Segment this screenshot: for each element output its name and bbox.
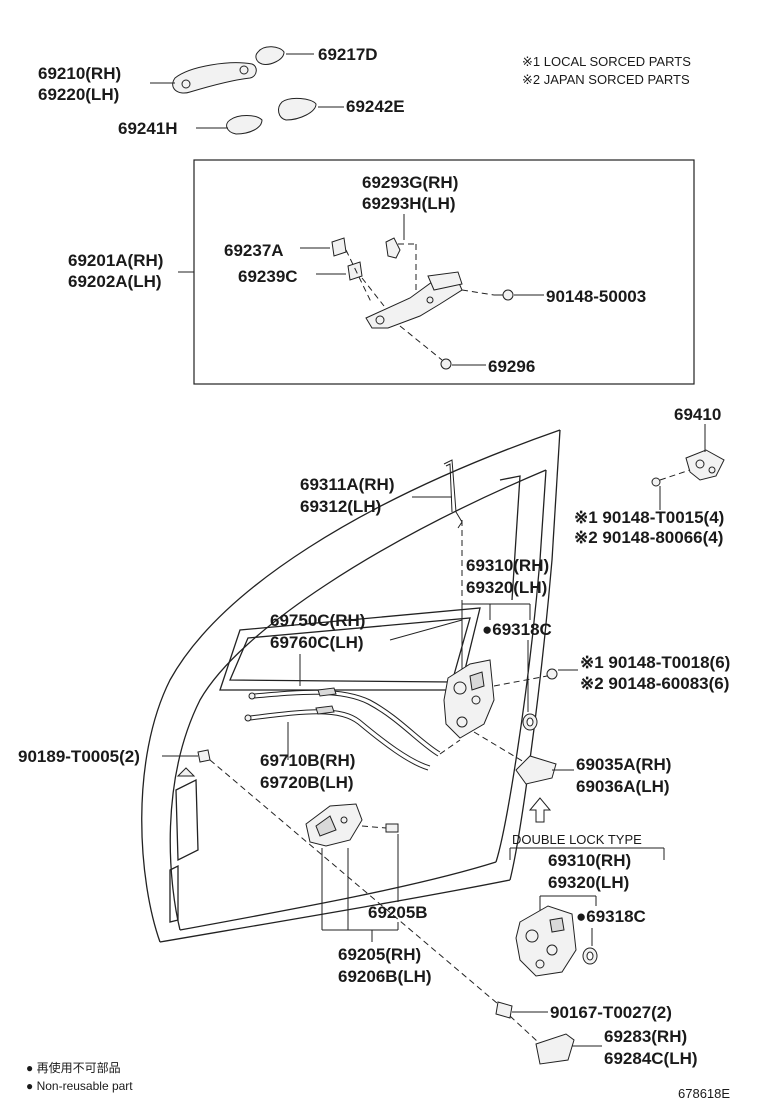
- label-69710b: 69710B(RH): [260, 751, 355, 770]
- label-90189-t0005: 90189-T0005(2): [18, 747, 140, 766]
- label-69220: 69220(LH): [38, 85, 119, 104]
- label-69237a: 69237A: [224, 241, 284, 260]
- label-69205: 69205(RH): [338, 945, 421, 964]
- label-69310: 69310(RH): [466, 556, 549, 575]
- handle-cap-drawing: [255, 46, 285, 65]
- label-69205b: 69205B: [368, 903, 428, 922]
- up-arrow-icon: [528, 797, 552, 823]
- label-69296: 69296: [488, 357, 535, 376]
- label-69318c-double: ●69318C: [576, 907, 646, 926]
- label-69210: 69210(RH): [38, 64, 121, 83]
- screw-69296-drawing: [440, 358, 452, 370]
- clip-69237a-drawing: [331, 237, 347, 257]
- door-lock-drawing: [443, 659, 495, 739]
- label-69239c: 69239C: [238, 267, 298, 286]
- cover-69035a-drawing: [515, 755, 557, 785]
- clip-90189-drawing: [197, 749, 211, 763]
- label-69410: 69410: [674, 405, 721, 424]
- label-69720b: 69720B(LH): [260, 773, 354, 792]
- screw-90148-50003-drawing: [494, 289, 514, 301]
- door-lock-double-drawing: [515, 905, 577, 977]
- label-69320: 69320(LH): [466, 578, 547, 597]
- pad-69241h-drawing: [226, 115, 263, 135]
- label-69201a: 69201A(RH): [68, 251, 163, 270]
- seal-ring-double-drawing: [582, 947, 598, 965]
- label-69310-double: 69310(RH): [548, 851, 631, 870]
- label-90148-t0015: ※1 90148-T0015(4): [574, 508, 724, 527]
- door-outline-drawing: [141, 429, 561, 943]
- label-90148-50003: 90148-50003: [546, 287, 646, 306]
- label-69760c: 69760C(LH): [270, 633, 364, 652]
- label-69750c: 69750C(RH): [270, 611, 365, 630]
- label-90148-60083: ※2 90148-60083(6): [580, 674, 729, 693]
- screw-69205b-drawing: [385, 823, 399, 833]
- label-69293g: 69293G(RH): [362, 173, 458, 192]
- screw-lock-drawing: [546, 668, 558, 680]
- note-japan-sourced: ※2 JAPAN SORCED PARTS: [522, 72, 690, 87]
- clip-69239c-drawing: [347, 261, 363, 281]
- label-69241h: 69241H: [118, 119, 178, 138]
- bracket-69293-drawing: [385, 237, 401, 259]
- label-69206b: 69206B(LH): [338, 967, 432, 986]
- seal-ring-drawing: [522, 713, 538, 731]
- label-90148-t0018: ※1 90148-T0018(6): [580, 653, 730, 672]
- label-69311a: 69311A(RH): [300, 475, 395, 494]
- note-local-sourced: ※1 LOCAL SORCED PARTS: [522, 54, 691, 69]
- label-90148-80066: ※2 90148-80066(4): [574, 528, 723, 547]
- pad-69242e-drawing: [278, 97, 317, 121]
- label-69036a: 69036A(LH): [576, 777, 670, 796]
- cover-69283-drawing: [535, 1033, 575, 1065]
- label-69283: 69283(RH): [604, 1027, 687, 1046]
- inside-handle-drawing: [305, 803, 363, 847]
- figure-id: 678618E: [678, 1086, 730, 1101]
- label-69217d: 69217D: [318, 45, 378, 64]
- label-69202a: 69202A(LH): [68, 272, 162, 291]
- legend-non-reusable-jp: ● 再使用不可部品: [26, 1060, 121, 1075]
- label-69242e: 69242E: [346, 97, 405, 116]
- rod-69311a-drawing: [443, 459, 463, 529]
- outside-handle-drawing: [172, 62, 257, 94]
- label-69035a: 69035A(RH): [576, 755, 671, 774]
- striker-69410-drawing: [685, 449, 725, 481]
- label-69284c: 69284C(LH): [604, 1049, 698, 1068]
- screw-90167-drawing: [495, 1001, 548, 1019]
- handle-frame-drawing: [365, 271, 463, 329]
- cable-69750c-drawing: [248, 687, 441, 757]
- label-69293h: 69293H(LH): [362, 194, 456, 213]
- label-90167-t0027: 90167-T0027(2): [550, 1003, 672, 1022]
- legend-non-reusable-en: ● Non-reusable part: [26, 1079, 133, 1093]
- label-double-lock-type: DOUBLE LOCK TYPE: [512, 832, 642, 847]
- label-69318c: ●69318C: [482, 620, 552, 639]
- cable-69710b-drawing: [244, 705, 431, 771]
- label-69320-double: 69320(LH): [548, 873, 629, 892]
- label-69312: 69312(LH): [300, 497, 381, 516]
- screw-striker-drawing: [651, 477, 661, 487]
